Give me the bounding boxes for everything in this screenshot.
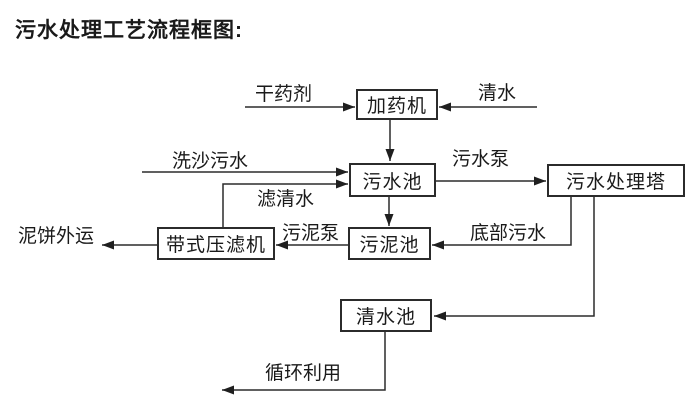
label-clean-water: 清水 [478,83,517,104]
node-treatment-tower: 污水处理塔 [547,164,685,197]
label-filtered-water: 滤清水 [257,189,315,210]
label-recycle-use: 循环利用 [265,363,342,384]
page-title: 污水处理工艺流程框图: [15,19,243,42]
edge-clean-pool-to-recycle-arrow [222,332,386,395]
label-mud-cake-out: 泥饼外运 [18,226,95,247]
node-sewage-pool: 污水池 [349,163,436,197]
edge-filtered-water-to-sewage-pool-arrow [222,179,348,227]
label-dry-agent: 干药剂 [255,84,313,105]
label-sewage-pump: 污水泵 [452,149,510,170]
node-sludge-pool: 污泥池 [348,227,431,260]
edge-bottom-sewage-to-sludge-pool-arrow [432,197,572,250]
node-clean-water-pool: 清水池 [340,299,432,332]
label-sludge-pump: 污泥泵 [282,223,340,244]
label-sand-washing-sewage: 洗沙污水 [172,151,249,172]
node-dosing-machine: 加药机 [356,89,438,120]
label-bottom-sewage: 底部污水 [470,223,547,244]
node-belt-filter-press: 带式压滤机 [157,227,275,260]
edge-tower-to-clean-pool-arrow [434,197,595,321]
